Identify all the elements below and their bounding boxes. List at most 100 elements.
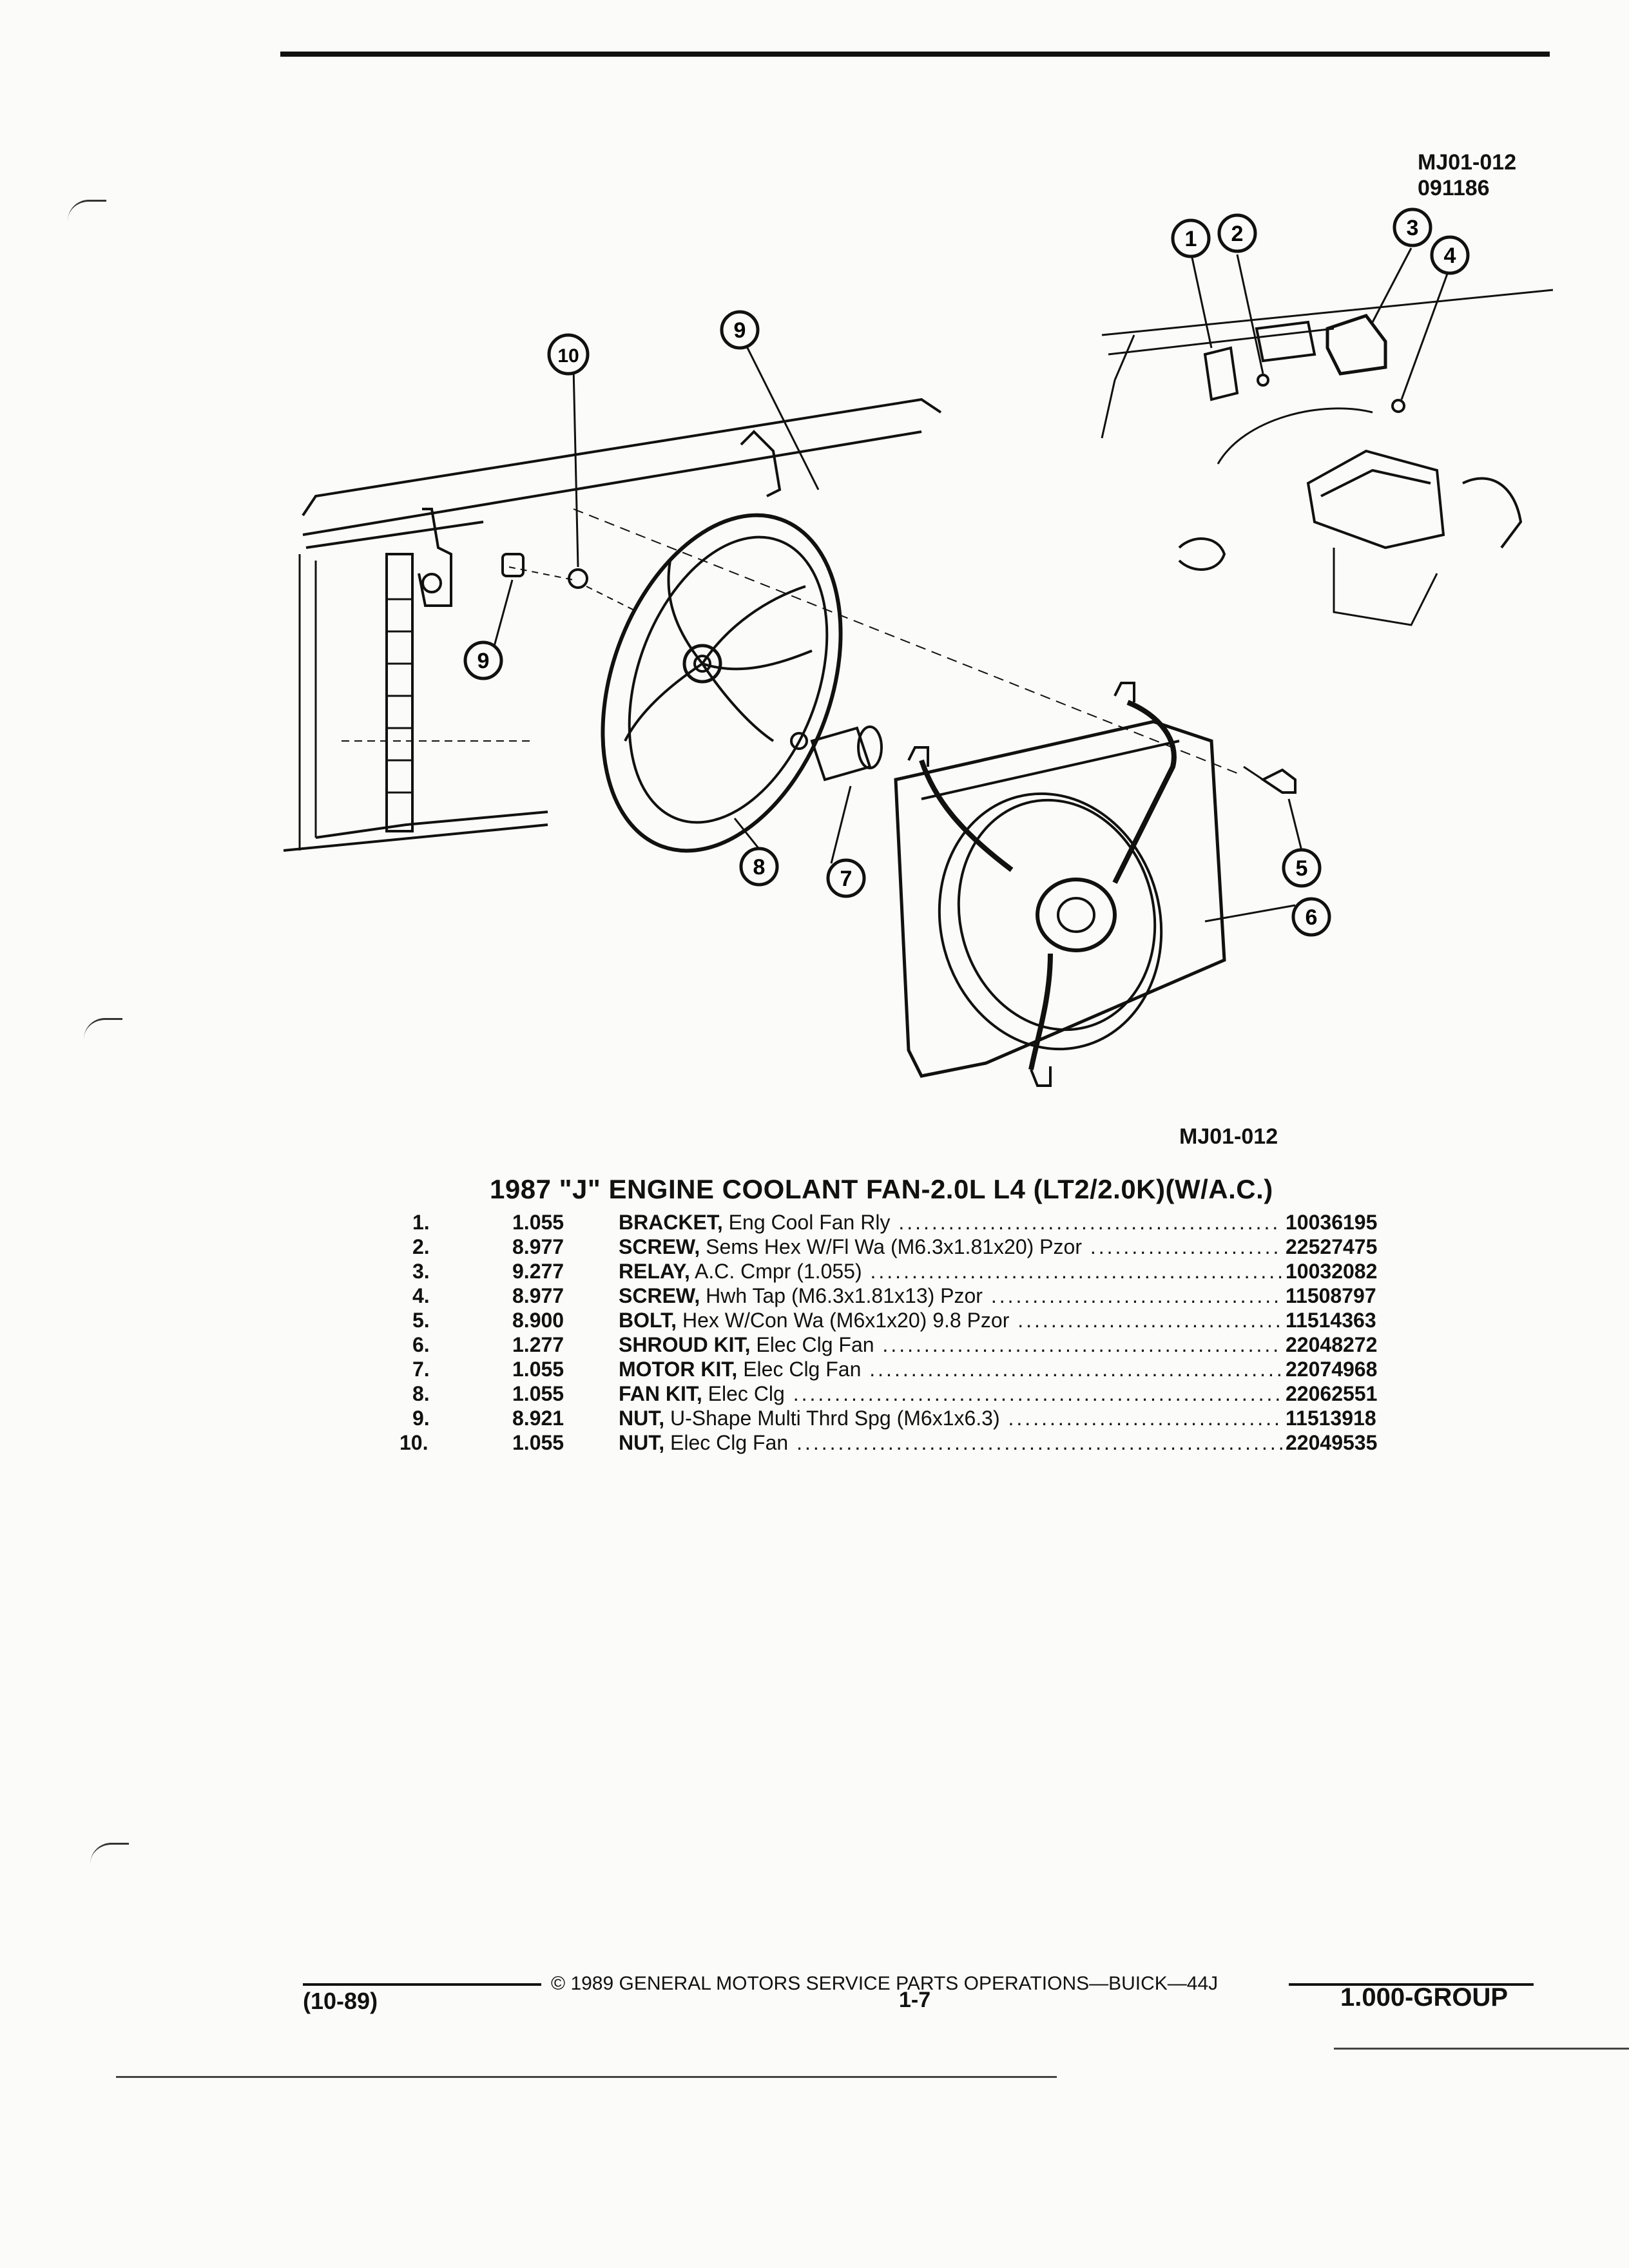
- part-detail: Hwh Tap (M6.3x1.81x13) Pzor: [700, 1284, 983, 1307]
- callout-7: 7: [840, 867, 853, 891]
- top-rule: [280, 52, 1550, 57]
- part-number: 7.: [412, 1358, 430, 1381]
- part-group-code: 1.277: [512, 1333, 564, 1356]
- revision-date: (10-89): [303, 1988, 378, 2014]
- footer-rule-left: [303, 1983, 541, 1986]
- part-description: SCREW, Sems Hex W/Fl Wa (M6.3x1.81x20) P…: [619, 1235, 1282, 1259]
- part-group-code: 8.977: [512, 1235, 564, 1258]
- part-group-code: 8.900: [512, 1309, 564, 1332]
- leader-dots: ........................................…: [793, 1382, 1282, 1405]
- part-number: 5.: [412, 1309, 430, 1332]
- parts-row: 3. 9.277 RELAY, A.C. Cmpr (1.055) ......…: [387, 1259, 1418, 1283]
- bottom-scan-line-right: [1334, 2048, 1629, 2050]
- leader-dots: ........................................…: [1017, 1309, 1282, 1332]
- callout-6: 6: [1306, 905, 1318, 930]
- part-description: NUT, Elec Clg Fan ......................…: [619, 1430, 1282, 1455]
- margin-mark: [68, 200, 106, 221]
- callout-3: 3: [1407, 216, 1419, 240]
- parts-row: 2. 8.977 SCREW, Sems Hex W/Fl Wa (M6.3x1…: [387, 1235, 1418, 1259]
- group-code: 1.000-GROUP: [1340, 1983, 1509, 2012]
- parts-list: 1. 1.055 BRACKET, Eng Cool Fan Rly .....…: [387, 1210, 1418, 1455]
- parts-row: 7. 1.055 MOTOR KIT, Elec Clg Fan .......…: [387, 1357, 1418, 1381]
- part-group-code: 8.921: [512, 1407, 564, 1430]
- part-group-code: 8.977: [512, 1284, 564, 1307]
- callout-9-left: 9: [477, 649, 490, 673]
- callout-5: 5: [1296, 856, 1308, 881]
- part-number: 1.: [412, 1211, 430, 1234]
- part-detail: Elec Clg Fan: [750, 1333, 874, 1356]
- footer-rule-right: [1289, 1983, 1534, 1986]
- callout-10: 10: [557, 345, 579, 367]
- part-detail: Hex W/Con Wa (M6x1x20) 9.8 Pzor: [677, 1309, 1010, 1332]
- part-catalog-number: 22062551: [1286, 1382, 1378, 1405]
- part-name: RELAY,: [619, 1260, 690, 1283]
- part-catalog-number: 22527475: [1286, 1235, 1378, 1258]
- part-description: BRACKET, Eng Cool Fan Rly ..............…: [619, 1210, 1282, 1235]
- bottom-scan-line: [116, 2076, 1057, 2078]
- parts-row: 10. 1.055 NUT, Elec Clg Fan ............…: [387, 1430, 1418, 1455]
- leader-dots: ........................................…: [869, 1358, 1282, 1381]
- leader-dots: ........................................…: [898, 1211, 1282, 1234]
- part-name: BOLT,: [619, 1309, 677, 1332]
- part-description: MOTOR KIT, Elec Clg Fan ................…: [619, 1357, 1282, 1381]
- part-description: SCREW, Hwh Tap (M6.3x1.81x13) Pzor .....…: [619, 1283, 1282, 1308]
- part-name: NUT,: [619, 1407, 665, 1430]
- part-name: MOTOR KIT,: [619, 1358, 738, 1381]
- part-name: SCREW,: [619, 1235, 700, 1258]
- parts-row: 8. 1.055 FAN KIT, Elec Clg .............…: [387, 1381, 1418, 1406]
- part-number: 6.: [412, 1333, 430, 1356]
- part-description: RELAY, A.C. Cmpr (1.055) ...............…: [619, 1259, 1282, 1283]
- part-detail: Elec Clg: [702, 1382, 785, 1405]
- part-number: 9.: [412, 1407, 430, 1430]
- parts-row: 4. 8.977 SCREW, Hwh Tap (M6.3x1.81x13) P…: [387, 1283, 1418, 1308]
- parts-row: 6. 1.277 SHROUD KIT, Elec Clg Fan ......…: [387, 1332, 1418, 1357]
- part-detail: A.C. Cmpr (1.055): [689, 1260, 862, 1283]
- part-catalog-number: 22048272: [1286, 1333, 1378, 1356]
- part-catalog-number: 10032082: [1286, 1260, 1378, 1283]
- part-detail: U-Shape Multi Thrd Spg (M6x1x6.3): [664, 1407, 1000, 1430]
- copyright-text: © 1989 GENERAL MOTORS SERVICE PARTS OPER…: [551, 1973, 1219, 1994]
- part-group-code: 1.055: [512, 1211, 564, 1234]
- part-description: FAN KIT, Elec Clg ......................…: [619, 1381, 1282, 1406]
- callout-2: 2: [1231, 222, 1244, 246]
- parts-row: 5. 8.900 BOLT, Hex W/Con Wa (M6x1x20) 9.…: [387, 1308, 1418, 1332]
- part-detail: Sems Hex W/Fl Wa (M6.3x1.81x20) Pzor: [700, 1235, 1082, 1258]
- callout-9: 9: [734, 318, 746, 343]
- part-number: 10.: [400, 1431, 429, 1454]
- leader-dots: ........................................…: [990, 1284, 1282, 1307]
- callout-4: 4: [1444, 244, 1456, 268]
- part-number: 3.: [412, 1260, 430, 1283]
- margin-mark: [90, 1843, 129, 1864]
- figure-caption: MJ01-012: [1179, 1124, 1278, 1149]
- part-catalog-number: 22049535: [1286, 1431, 1378, 1454]
- part-catalog-number: 11514363: [1286, 1309, 1376, 1332]
- part-name: FAN KIT,: [619, 1382, 702, 1405]
- figure-code: MJ01-012: [1418, 150, 1517, 175]
- leader-dots: ........................................…: [870, 1260, 1283, 1283]
- leader-dots: ........................................…: [796, 1431, 1282, 1454]
- callout-1: 1: [1185, 227, 1197, 251]
- parts-row: 1. 1.055 BRACKET, Eng Cool Fan Rly .....…: [387, 1210, 1418, 1235]
- part-detail: Eng Cool Fan Rly: [722, 1211, 891, 1234]
- margin-mark: [84, 1018, 122, 1039]
- part-detail: Elec Clg Fan: [664, 1431, 789, 1454]
- part-description: BOLT, Hex W/Con Wa (M6x1x20) 9.8 Pzor ..…: [619, 1308, 1282, 1332]
- page-number: 1-7: [899, 1988, 931, 2012]
- part-name: SHROUD KIT,: [619, 1333, 751, 1356]
- part-catalog-number: 11508797: [1286, 1284, 1376, 1307]
- part-name: BRACKET,: [619, 1211, 723, 1234]
- leader-dots: ........................................…: [1008, 1407, 1282, 1430]
- part-catalog-number: 22074968: [1286, 1358, 1378, 1381]
- part-catalog-number: 11513918: [1286, 1407, 1376, 1430]
- part-number: 8.: [412, 1382, 430, 1405]
- part-group-code: 9.277: [512, 1260, 564, 1283]
- part-number: 4.: [412, 1284, 430, 1307]
- part-group-code: 1.055: [512, 1358, 564, 1381]
- part-catalog-number: 10036195: [1286, 1211, 1378, 1234]
- page-title: 1987 "J" ENGINE COOLANT FAN-2.0L L4 (LT2…: [490, 1174, 1273, 1204]
- part-number: 2.: [412, 1235, 430, 1258]
- figure-date-code: 091186: [1418, 176, 1490, 200]
- part-detail: Elec Clg Fan: [737, 1358, 862, 1381]
- leader-dots: ........................................…: [882, 1333, 1282, 1356]
- part-name: SCREW,: [619, 1284, 700, 1307]
